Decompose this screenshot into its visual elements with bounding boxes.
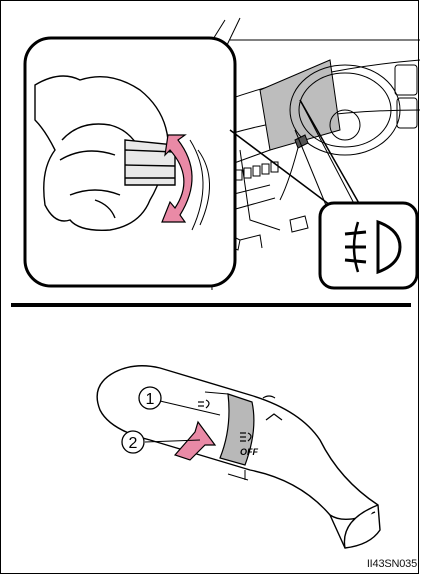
callout-1: 1 <box>139 387 161 409</box>
section-divider <box>11 303 411 307</box>
button-row <box>235 162 278 180</box>
dashboard-illustration <box>0 0 421 300</box>
off-label: OFF <box>240 447 258 457</box>
callout-2-label: 2 <box>129 435 138 452</box>
callout-2: 2 <box>122 431 144 453</box>
front-fog-light-icon-box <box>320 203 417 288</box>
callout-1-label: 1 <box>146 391 155 408</box>
lever-illustration: OFF 1 2 <box>0 310 421 550</box>
figure-code: II43SN035 <box>367 558 417 570</box>
